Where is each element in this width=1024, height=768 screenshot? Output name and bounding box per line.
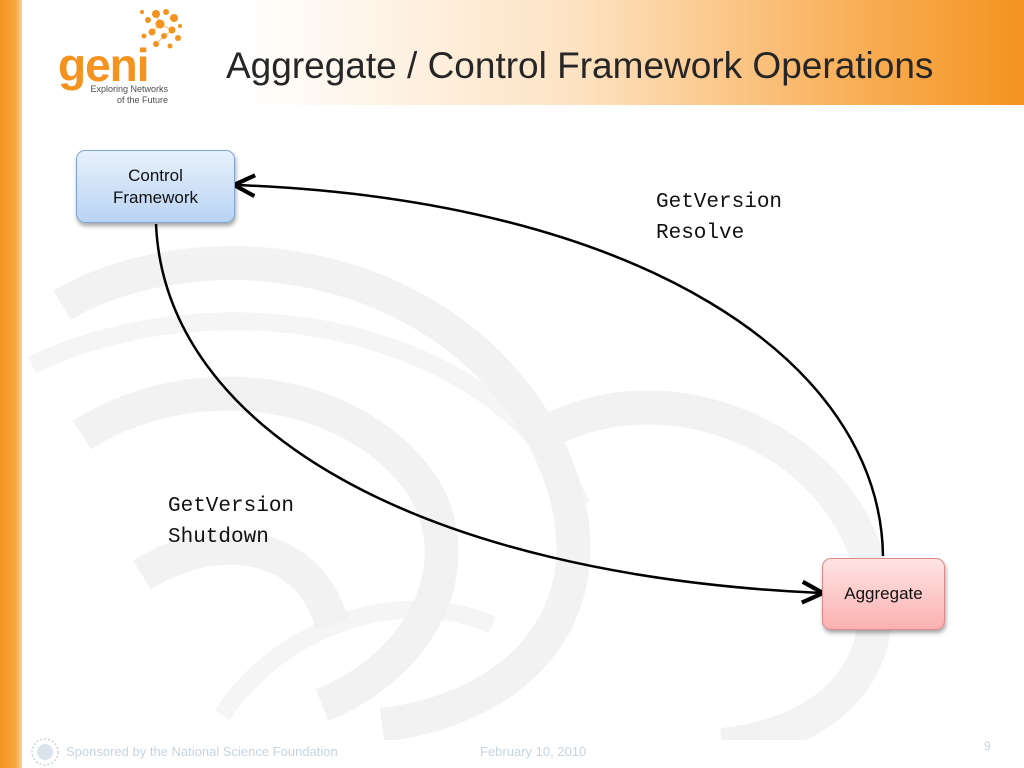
operation-getversion: GetVersion (656, 187, 782, 218)
control-framework-label-line2: Framework (96, 187, 216, 209)
control-framework-node: Control Framework (76, 150, 235, 223)
aggregate-label: Aggregate (844, 583, 922, 605)
edge-label-cf-to-aggregate: GetVersion Shutdown (168, 491, 294, 553)
aggregate-node: Aggregate (822, 558, 945, 630)
footer-date: February 10, 2010 (480, 744, 586, 759)
operation-getversion: GetVersion (168, 491, 294, 522)
nsf-logo-icon (30, 737, 60, 767)
operation-resolve: Resolve (656, 218, 782, 249)
page-number: 9 (984, 739, 991, 753)
control-framework-label-line1: Control (96, 165, 216, 187)
footer-sponsor: Sponsored by the National Science Founda… (66, 744, 338, 759)
arrow-aggregate-to-control-framework (236, 185, 883, 556)
edge-label-aggregate-to-cf: GetVersion Resolve (656, 187, 782, 249)
operation-shutdown: Shutdown (168, 522, 294, 553)
